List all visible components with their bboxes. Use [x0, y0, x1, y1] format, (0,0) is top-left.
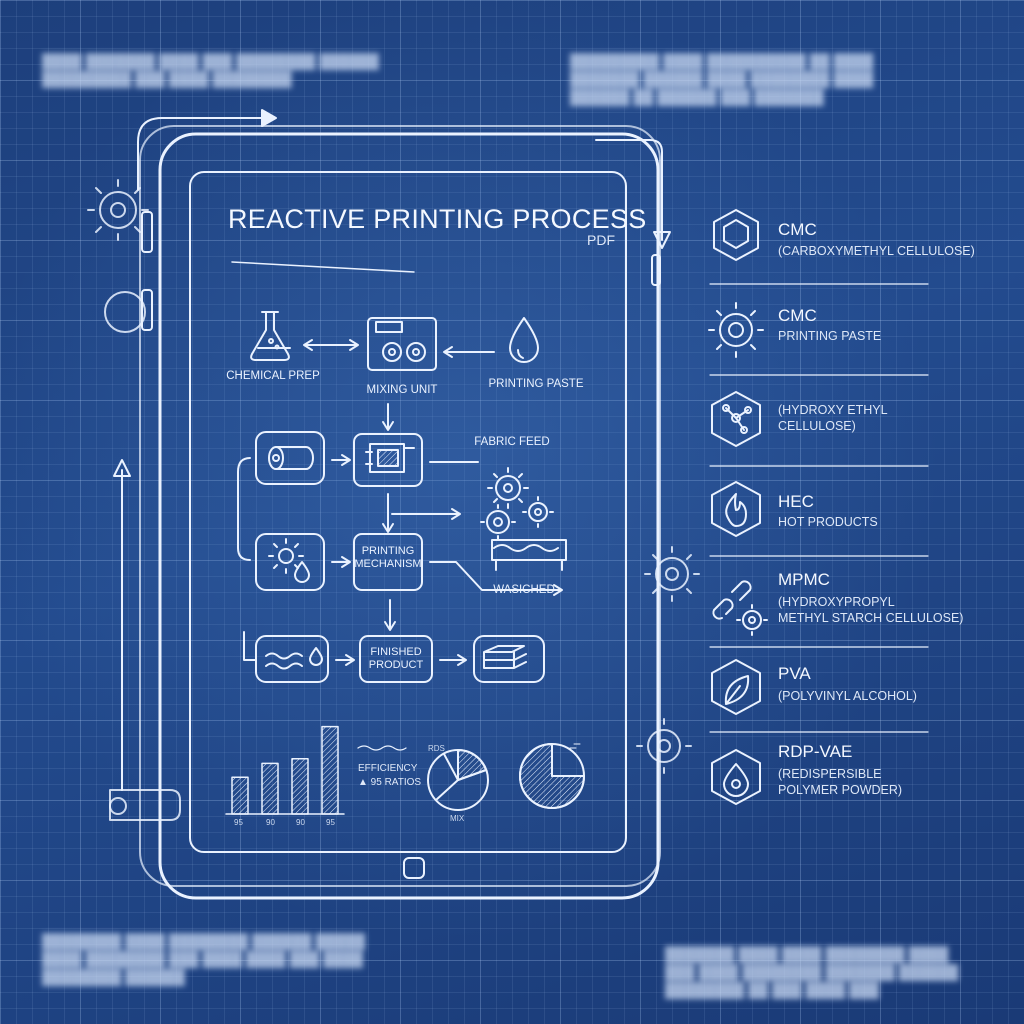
label-printing-mechanism: PRINTING MECHANISM	[354, 545, 422, 570]
bar-tick-3: 90	[296, 818, 305, 827]
label-finished-product: FINISHED PRODUCT	[368, 646, 424, 671]
blurred-text-bottom-left: ████████ ████ ████████ ██████ █████ ████…	[42, 933, 366, 985]
label-washed: WASICHED	[493, 584, 555, 596]
fabric-stack-box	[473, 635, 545, 683]
gears-icon	[480, 467, 554, 540]
sidebar-item-3-sub: (HYDROXY ETHYL CELLULOSE)	[778, 403, 888, 433]
sidebar-item-2-sub: PRINTING PASTE	[778, 329, 882, 343]
label-fabric-feed: FABRIC FEED	[474, 436, 550, 448]
sidebar-item-1-sub: (CARBOXYMETHYL CELLULOSE)	[778, 244, 975, 258]
blurred-text-top-right: █████████ ████ ██████████ ██ ████ ██████…	[570, 53, 874, 105]
page-title: REACTIVE PRINTING PROCESS	[228, 204, 647, 234]
sidebar-item-6-title: PVA	[778, 664, 811, 683]
sidebar-icons	[708, 209, 929, 805]
sidebar-item-5-title: MPMC	[778, 570, 830, 589]
sidebar-item-2-title: CMC	[778, 306, 817, 325]
legend-line-2: ▲ 95 RATIOS	[358, 777, 422, 788]
bar-tick-2: 90	[266, 818, 275, 827]
label-printing-paste: PRINTING PASTE	[488, 378, 584, 390]
bar-3	[291, 758, 309, 815]
tablet-screen	[189, 171, 627, 853]
blurred-text-top-left: ████ ███████ ████ ███ ████████ ██████ ██…	[42, 53, 379, 87]
flask-icon	[250, 311, 290, 361]
printing-mechanism-box	[353, 533, 423, 591]
pie2-label: RDS	[428, 744, 445, 753]
sidebar-item-4-title: HEC	[778, 492, 814, 511]
pdf-badge[interactable]: PDF	[587, 232, 615, 248]
sun-drop-box	[255, 533, 325, 591]
label-mixing-unit: MIXING UNIT	[366, 384, 438, 396]
bar-tick-4: 95	[326, 818, 335, 827]
legend-line-1: EFFICIENCY	[358, 763, 418, 774]
fabric-roll-box	[255, 431, 325, 485]
bar-4	[321, 725, 339, 815]
bar-chart	[231, 725, 339, 815]
printer-box	[353, 433, 423, 487]
sidebar-item-6-sub: (POLYVINYL ALCOHOL)	[778, 689, 917, 703]
tablet-back-frame	[139, 125, 661, 887]
tablet-frame	[158, 132, 660, 900]
droplet-icon	[509, 317, 539, 363]
blurred-text-bottom-right: ███████ ████ ████ ████████ ████ ███ ████…	[665, 946, 959, 998]
sidebar-item-7-title: RDP-VAE	[778, 742, 853, 761]
label-chemical-prep: CHEMICAL PREP	[226, 370, 320, 382]
sidebar-item-4-sub: HOT PRODUCTS	[778, 515, 878, 529]
finished-product-box	[359, 635, 433, 683]
wash-box	[255, 635, 329, 683]
bar-2	[261, 762, 279, 815]
sidebar-item-5-sub: (HYDROXYPROPYL METHYL STARCH CELLULOSE)	[778, 595, 964, 625]
chart-legend: EFFICIENCY ▲ 95 RATIOS	[358, 762, 421, 790]
wash-tank-icon	[491, 539, 567, 561]
bar-tick-1: 95	[234, 818, 243, 827]
sidebar-item-1-title: CMC	[778, 220, 817, 239]
pie1-label: MIX	[450, 814, 465, 823]
bar-1	[231, 776, 249, 815]
mixing-machine-icon	[367, 317, 437, 371]
home-button-shape	[403, 857, 425, 879]
sidebar-item-7-sub: (REDISPERSIBLE POLYMER POWDER)	[778, 767, 903, 797]
